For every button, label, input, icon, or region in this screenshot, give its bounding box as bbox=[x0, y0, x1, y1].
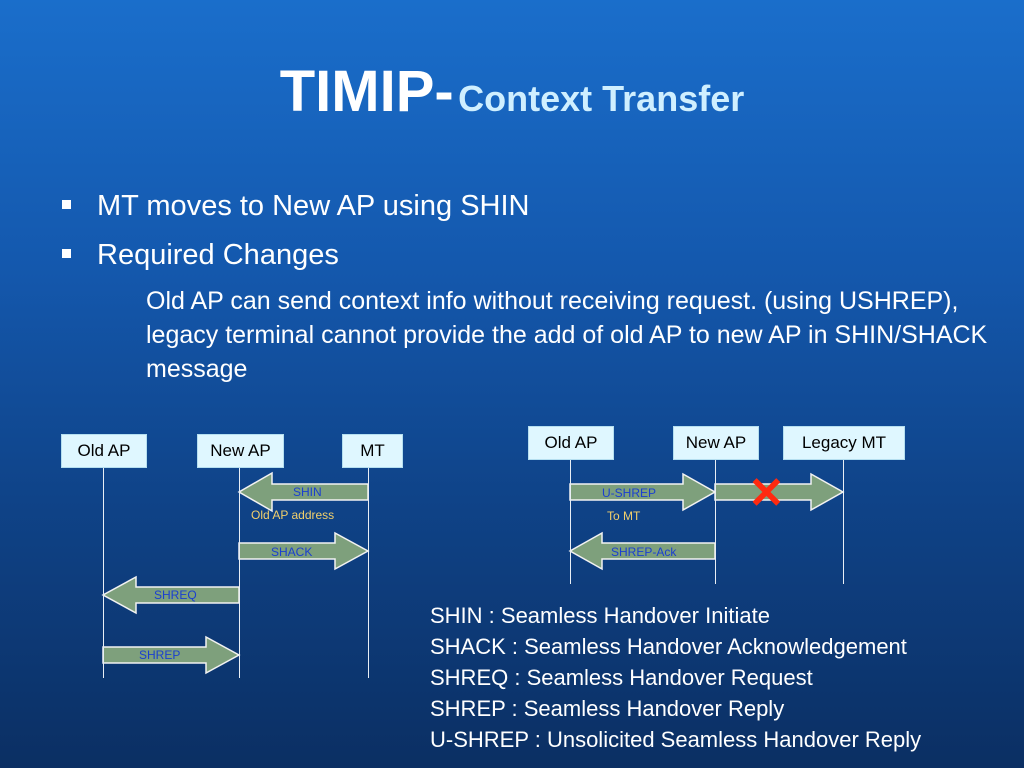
lifeline-old-ap bbox=[103, 466, 104, 678]
title-main: TIMIP- bbox=[279, 59, 454, 124]
arrow-shreq bbox=[101, 575, 240, 615]
lifeline-mt bbox=[368, 466, 369, 678]
lifeline-new-ap bbox=[239, 466, 240, 678]
msg-label-u-shrep: U-SHREP bbox=[602, 486, 657, 500]
blocked-x-icon: ✕ bbox=[748, 469, 785, 518]
arrow-ushrep-blocked bbox=[714, 472, 845, 512]
arrow-ushrep bbox=[569, 472, 717, 512]
bullet-item: MT moves to New AP using SHIN bbox=[62, 190, 529, 223]
definitions-list: SHIN : Seamless Handover Initiate SHACK … bbox=[430, 600, 921, 755]
msg-label-shrep-ack: SHREP-Ack bbox=[611, 545, 677, 559]
entity-legacy-mt: Legacy MT bbox=[783, 426, 905, 460]
arrow-shin bbox=[237, 471, 369, 513]
msg-note-old-ap-address: Old AP address bbox=[251, 508, 335, 522]
lifeline-new-ap bbox=[715, 458, 716, 584]
definition-item: SHREQ : Seamless Handover Request bbox=[430, 665, 813, 690]
sub-bullet-text: Old AP can send context info without rec… bbox=[146, 287, 988, 383]
bullet-square-icon bbox=[62, 199, 71, 209]
definition-item: U-SHREP : Unsolicited Seamless Handover … bbox=[430, 727, 922, 752]
lifeline-legacy-mt bbox=[843, 458, 844, 584]
title-sub: Context Transfer bbox=[458, 78, 745, 119]
arrow-shrep-ack bbox=[568, 531, 716, 571]
bullet-text: Required Changes bbox=[97, 239, 339, 271]
entity-old-ap: Old AP bbox=[528, 426, 614, 460]
entity-mt: MT bbox=[342, 434, 403, 468]
msg-label-shrep: SHREP bbox=[139, 648, 181, 662]
entity-new-ap: New AP bbox=[673, 426, 759, 460]
entity-old-ap: Old AP bbox=[61, 434, 147, 468]
definition-item: SHACK : Seamless Handover Acknowledgemen… bbox=[430, 634, 907, 659]
msg-label-shack: SHACK bbox=[271, 545, 313, 559]
definition-item: SHIN : Seamless Handover Initiate bbox=[430, 603, 770, 628]
bullet-square-icon bbox=[62, 248, 71, 258]
msg-label-shin: SHIN bbox=[293, 485, 322, 499]
slide-title: TIMIP- Context Transfer bbox=[0, 58, 1024, 125]
msg-note-to-mt: To MT bbox=[607, 509, 641, 523]
bullet-text: MT moves to New AP using SHIN bbox=[97, 190, 530, 222]
definition-item: SHREP : Seamless Handover Reply bbox=[430, 696, 785, 721]
arrow-shrep bbox=[102, 635, 241, 675]
lifeline-old-ap bbox=[570, 458, 571, 584]
bullet-item: Required Changes bbox=[62, 239, 339, 272]
entity-new-ap: New AP bbox=[197, 434, 284, 468]
arrow-shack bbox=[238, 531, 370, 571]
msg-label-shreq: SHREQ bbox=[154, 588, 197, 602]
